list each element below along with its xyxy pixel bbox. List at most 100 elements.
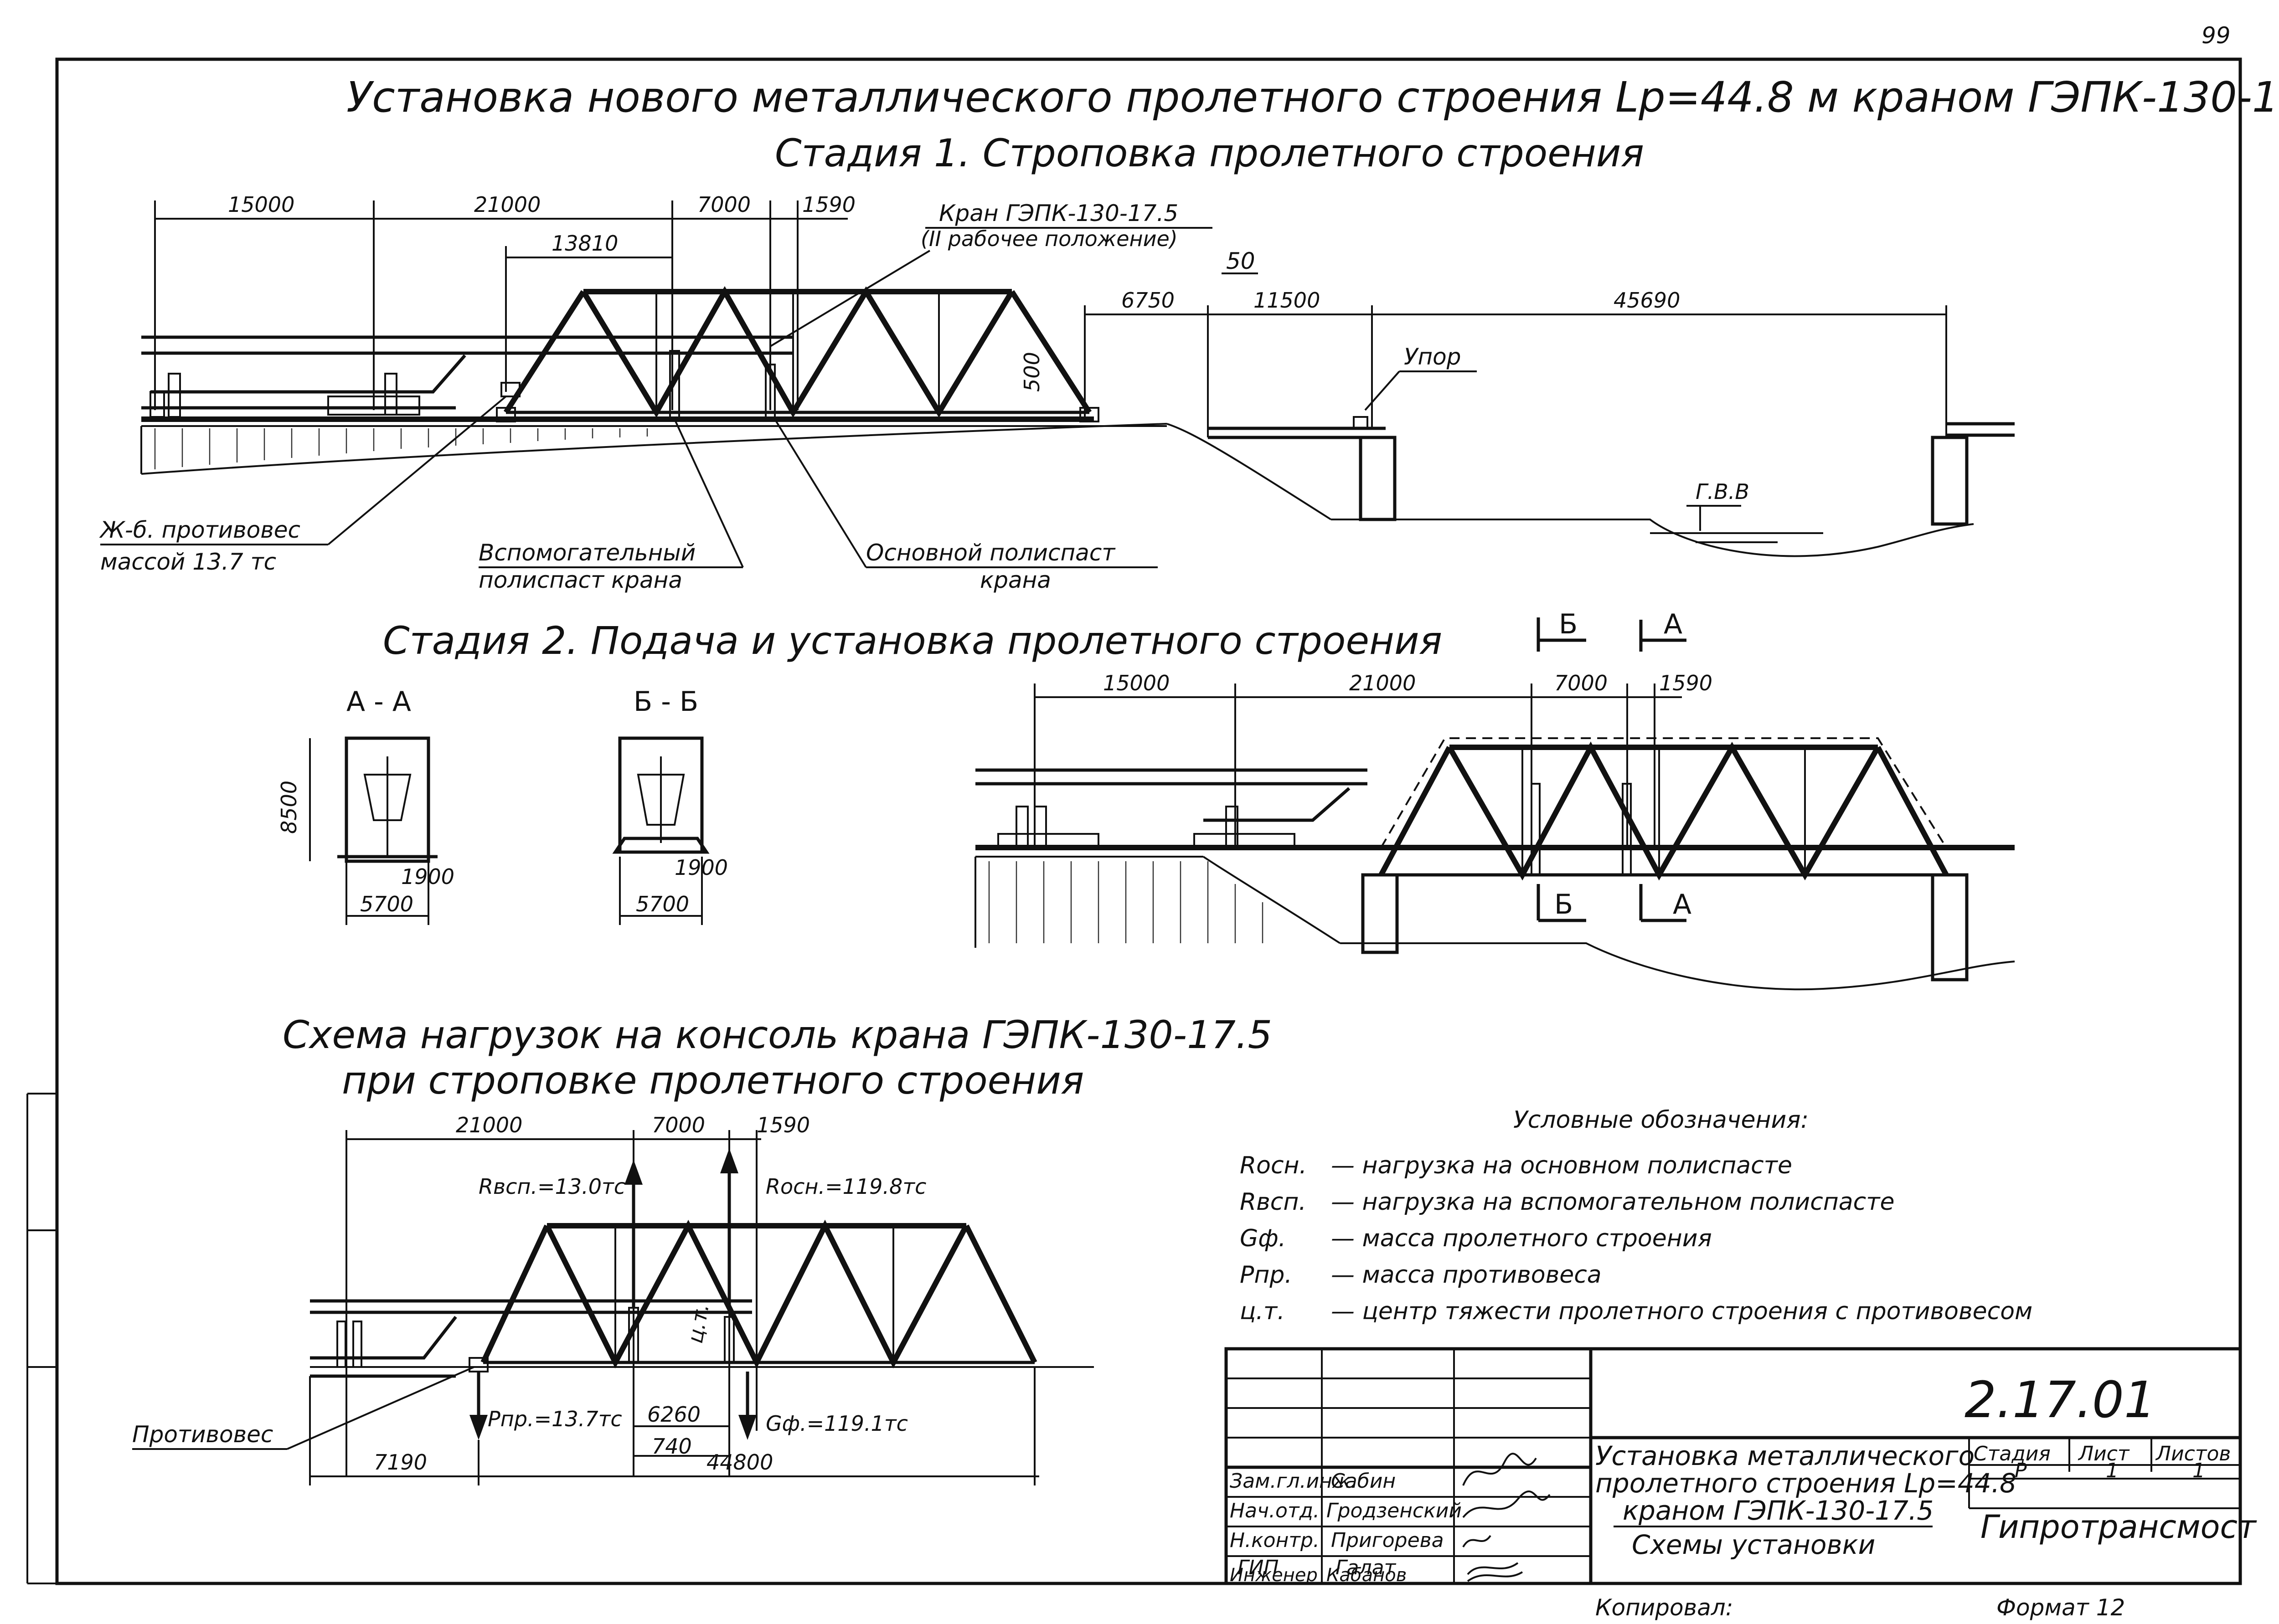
legend-symbol-r-main: Rосн. [1240,1152,1307,1179]
section-bb-dim-5700: 5700 [636,892,689,916]
name-kabanov: Кабанов [1326,1565,1407,1586]
tb-description-1: Установка металлического [1595,1440,1975,1471]
legend-text-p: — масса противовеса [1331,1261,1602,1289]
stage1-dim-1590: 1590 [802,192,856,217]
stage1-dim-500: 500 [1020,352,1044,392]
counterweight-leader-label: Противовес [132,1421,273,1448]
role-chief-engineer: Зам.гл.инж. [1230,1470,1357,1493]
role-engineer: Инженер [1230,1565,1318,1586]
legend: Условные обозначения: Rосн. — нагрузка н… [1240,1106,2032,1325]
water-level-label: Г.В.В [1696,479,1749,504]
loads-heading-2: при строповке пролетного строения [342,1058,1084,1103]
section-aa-title: А - А [346,686,411,718]
loads-dim-44800: 44800 [706,1450,773,1475]
drawing-code: 2.17.01 [1964,1371,2156,1429]
signature-4 [1467,1562,1519,1575]
crane-label: Кран ГЭПК-130-17.5 [939,200,1178,226]
crane-position: (II рабочее положение) [921,226,1178,251]
role-dept-head: Нач.отд. [1230,1499,1320,1522]
legend-symbol-p: Рпр. [1240,1261,1292,1289]
tb-sheet-header: Лист [2078,1442,2130,1465]
aux-hoist-label-2: полиспаст крана [479,567,682,593]
tb-sheets-header: Листов [2155,1442,2231,1465]
r-aux-label: Rвсп.=13.0тс [479,1174,625,1199]
section-marker-b-bottom: Б [1554,889,1573,920]
stage1-truss [496,286,1099,422]
legend-text-g: — масса пролетного строения [1331,1225,1712,1252]
legend-text-cg: — центр тяжести пролетного строения с пр… [1331,1298,2032,1325]
main-hoist-label: Основной полиспаст [866,540,1116,566]
cg-label: ц.т. [683,1302,714,1345]
stage2-diagram: Стадия 2. Подача и установка пролетного … [277,608,2015,991]
section-marker-b-top: Б [1559,608,1578,640]
stage1-pier-left [1359,436,1397,521]
loads-truss [469,1219,1037,1372]
stage1-dim-11500: 11500 [1253,288,1320,313]
name-prigoreva: Пригорева [1331,1529,1444,1552]
section-bb-title: Б - Б [634,686,698,718]
sheet-frame [55,57,2242,1585]
tb-stage-header: Стадия [1974,1442,2051,1465]
stage1-heading: Стадия 1. Строповка пролетного строения [775,131,1644,175]
loads-dim-740: 740 [652,1434,692,1459]
stage1-dim-6750: 6750 [1121,288,1175,313]
legend-symbol-g: Gф. [1240,1225,1286,1252]
stage1-dim-45690: 45690 [1614,288,1680,313]
loads-dim-21000: 21000 [456,1113,522,1137]
role-norm-control: Н.контр. [1230,1529,1320,1552]
aux-hoist-label: Вспомогательный [479,540,696,566]
legend-text-r-aux: — нагрузка на вспомогательном полиспасте [1331,1188,1895,1216]
stage2-pier-right [1931,873,1969,982]
counterweight-label: Ж-б. противовес [99,517,300,543]
signature-5 [1467,1571,1523,1582]
legend-symbol-r-aux: Rвсп. [1240,1188,1306,1216]
stage2-dim-1590: 1590 [1659,671,1712,695]
legend-text-r-main: — нагрузка на основном полиспасте [1331,1152,1792,1179]
organization: Гипротрансмост [1980,1508,2257,1546]
name-sabin: Сабин [1331,1470,1396,1493]
stage1-pier-right [1931,436,1969,526]
section-aa-height: 8500 [277,781,301,834]
stop-label: Упор [1404,344,1461,370]
copied-label: Копировал: [1595,1594,1733,1621]
section-marker-a-top: А [1664,608,1682,640]
tb-sheet-value: 1 [2106,1459,2119,1482]
p-counter-label: Pпр.=13.7тс [488,1407,622,1431]
drawing-title: Установка нового металлического пролетно… [346,73,2279,122]
stage2-truss [1378,737,1949,881]
role-gip: ГИП [1237,1556,1279,1579]
stage1-dim-15000: 15000 [228,192,294,217]
stage2-dim-15000: 15000 [1103,671,1170,695]
stage1-dim-50: 50 [1226,248,1255,274]
signature-1 [1462,1453,1537,1486]
r-main-label: Rосн.=119.8тс [766,1174,926,1199]
stage1-soil-hatch [154,428,648,469]
loads-dim-1590: 1590 [757,1113,810,1137]
stage2-soil-hatch [988,861,1263,943]
stage1-diagram: Стадия 1. Строповка пролетного строения … [99,131,2015,593]
stage2-dim-7000: 7000 [1554,671,1608,695]
main-hoist-label-2: крана [980,567,1051,593]
title-block: 2.17.01 Зам.гл.инж. Нач.отд. Н.контр. ГИ… [1224,1347,2257,1586]
stage2-heading: Стадия 2. Подача и установка пролетного … [383,618,1442,663]
section-marker-a-bottom: А [1673,889,1691,920]
tb-description-3: краном ГЭПК-130-17.5 [1623,1495,1934,1526]
legend-heading: Условные обозначения: [1513,1106,1809,1134]
load-scheme: Схема нагрузок на консоль крана ГЭПК-130… [132,1012,1272,1485]
stage1-dim-7000: 7000 [697,192,751,217]
tb-sheets-value: 1 [2192,1459,2205,1482]
legend-symbol-cg: ц.т. [1240,1298,1285,1325]
page-number: 99 [2202,22,2231,49]
section-aa-dim-5700: 5700 [360,892,413,916]
loads-dim-6260: 6260 [647,1402,701,1427]
loads-heading-1: Схема нагрузок на консоль крана ГЭПК-130… [283,1012,1272,1057]
stage2-pier-left [1361,873,1399,954]
name-grodzensky: Гродзенский [1326,1499,1462,1522]
loads-dim-7190: 7190 [374,1450,427,1475]
signature-3 [1462,1535,1491,1548]
stage1-dim-21000: 21000 [474,192,541,217]
tb-stage-value: Р [2015,1459,2027,1482]
loads-dim-7000: 7000 [652,1113,705,1137]
stage2-dim-21000: 21000 [1349,671,1416,695]
